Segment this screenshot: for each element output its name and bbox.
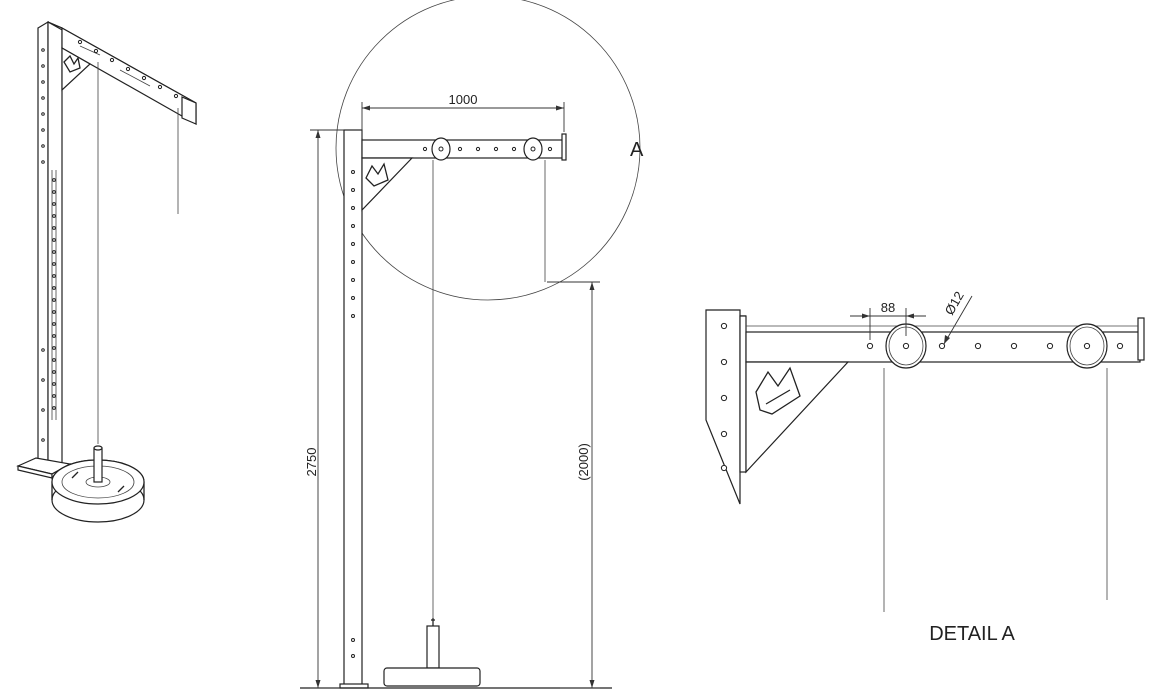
detail-marker-label: A bbox=[630, 139, 644, 161]
iso-logo-icon bbox=[63, 54, 81, 73]
elev-upright bbox=[343, 129, 363, 687]
elev-pulleys bbox=[431, 137, 543, 161]
dim-hole-diameter bbox=[943, 295, 973, 345]
dim-drop-label: (2000) bbox=[576, 443, 591, 481]
iso-arm-front bbox=[61, 26, 197, 126]
isometric-view bbox=[16, 20, 197, 523]
elev-weight-plate bbox=[383, 667, 481, 687]
detail-upright-holes bbox=[720, 322, 728, 472]
dim-height bbox=[310, 129, 344, 689]
iso-hole-strip bbox=[51, 170, 57, 420]
iso-arm-end bbox=[181, 96, 197, 125]
dim-hole-spacing bbox=[850, 308, 926, 340]
iso-upright-side bbox=[47, 21, 63, 473]
elev-arm-holes bbox=[422, 146, 553, 152]
dim-drop bbox=[547, 281, 600, 689]
detail-logo-icon bbox=[755, 366, 801, 415]
front-elevation bbox=[300, 0, 641, 689]
dim-width bbox=[361, 102, 565, 138]
detail-circle-a bbox=[335, 0, 641, 301]
elev-gusset bbox=[361, 157, 414, 212]
detail-title: DETAIL A bbox=[929, 623, 1015, 645]
iso-weight-plate bbox=[51, 445, 145, 523]
detail-arm-holes bbox=[866, 342, 1124, 350]
iso-upright-front bbox=[37, 20, 49, 476]
detail-gusset bbox=[745, 361, 850, 474]
iso-upright-holes bbox=[41, 48, 45, 442]
detail-a-view bbox=[705, 295, 1145, 612]
detail-upright bbox=[705, 309, 741, 505]
dim-hole-spacing-label: 88 bbox=[881, 300, 895, 315]
elev-weight-post bbox=[426, 625, 440, 669]
dim-width-label: 1000 bbox=[449, 92, 478, 107]
iso-arm-holes bbox=[77, 39, 179, 99]
elev-upright-holes bbox=[351, 170, 355, 658]
elev-logo-icon bbox=[365, 162, 389, 187]
dim-hole-diameter-label: Ø12 bbox=[942, 289, 967, 318]
dim-height-label: 2750 bbox=[304, 448, 319, 477]
